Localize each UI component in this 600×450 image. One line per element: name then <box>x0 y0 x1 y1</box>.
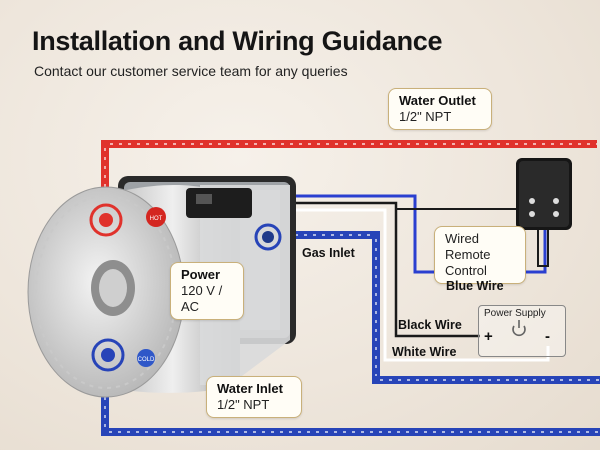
black-wire <box>252 201 480 338</box>
blue-wire-label: Blue Wire <box>446 279 504 293</box>
hot-badge: HOT <box>146 207 166 227</box>
power-rating: 120 V / AC <box>181 283 223 314</box>
power-supply-plus: + <box>484 328 493 345</box>
hot-water-line <box>101 140 597 220</box>
power-supply-box <box>478 305 566 357</box>
water-outlet-size: 1/2" NPT <box>399 109 452 124</box>
power-supply-title: Power Supply <box>484 308 546 319</box>
blue-wire <box>252 194 547 274</box>
black-wire-label: Black Wire <box>398 318 462 332</box>
water-inlet-heading: Water Inlet <box>217 381 283 396</box>
gas-inlet-label: Gas Inlet <box>302 246 355 260</box>
wired-remote-line1: Wired Remote <box>445 231 491 262</box>
white-wire-label: White Wire <box>392 345 457 359</box>
water-inlet-size: 1/2" NPT <box>217 397 270 412</box>
remote-black-wire <box>395 208 549 267</box>
water-outlet-heading: Water Outlet <box>399 93 476 108</box>
wired-remote-device <box>516 158 572 230</box>
white-wire <box>252 208 550 362</box>
power-callout: Power 120 V / AC <box>170 262 244 320</box>
cold-badge: COLD <box>137 349 155 367</box>
page-subtitle: Contact our customer service team for an… <box>34 63 348 79</box>
power-icon <box>512 320 526 337</box>
svg-text:HOT: HOT <box>150 216 163 222</box>
wired-remote-callout: Wired Remote Control <box>434 226 526 284</box>
power-supply-minus: - <box>545 328 550 345</box>
water-outlet-callout: Water Outlet 1/2" NPT <box>388 88 492 130</box>
wired-remote-line2: Control <box>445 263 487 278</box>
page-title: Installation and Wiring Guidance <box>32 26 443 56</box>
power-heading: Power <box>181 267 221 282</box>
svg-text:COLD: COLD <box>138 357 155 363</box>
water-inlet-callout: Water Inlet 1/2" NPT <box>206 376 302 418</box>
